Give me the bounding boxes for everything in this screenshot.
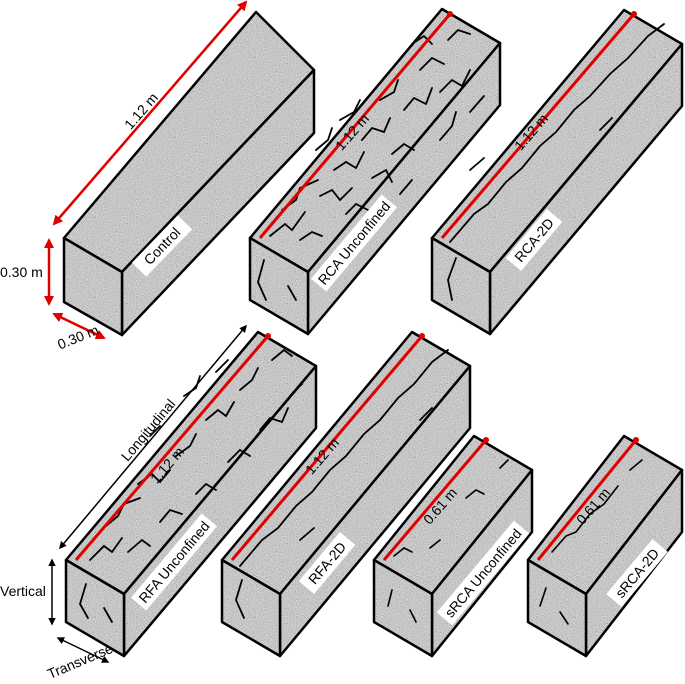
specimen-rca-2d: 1.12 m RCA-2D xyxy=(430,8,684,336)
crack-pattern xyxy=(257,28,485,301)
dim-height-label: 0.30 m xyxy=(0,264,43,280)
specimen-rfa-2d: 1.12 m RFA-2D xyxy=(220,330,472,658)
crack-pattern xyxy=(387,459,509,623)
crack-pattern xyxy=(539,459,643,625)
specimen-rca-unconfined: 1.12 m RCA Unconfined xyxy=(248,7,502,336)
dim-length-label: 1.12 m xyxy=(121,90,161,133)
crack-pattern xyxy=(79,348,303,623)
crack-pattern xyxy=(235,349,449,619)
specimen-srca-unconfined: 0.61 m sRCA Unconfined xyxy=(372,434,534,658)
specimen-srca-2d: 0.61 m sRCA-2D xyxy=(526,434,684,658)
crack-pattern xyxy=(447,23,665,301)
axis-vertical-label: Vertical xyxy=(0,583,46,599)
